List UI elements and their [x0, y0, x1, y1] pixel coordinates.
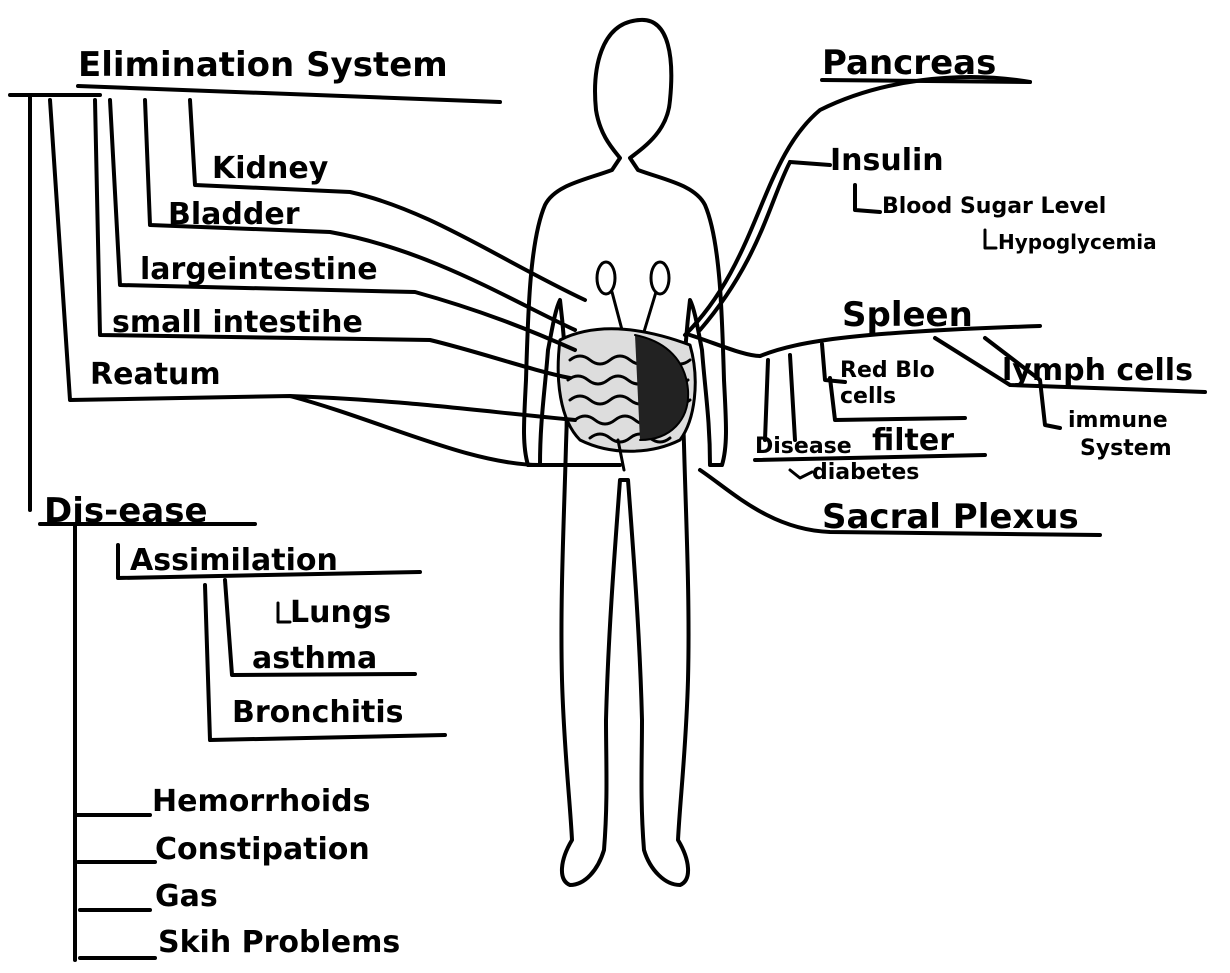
red-blood-cells-label: Red Blo: [840, 360, 935, 382]
spleen-title: Spleen: [842, 298, 973, 332]
disease-lines: [40, 524, 445, 960]
red-blood-cells-label-2: cells: [840, 386, 896, 408]
blood-sugar-label: Blood Sugar Level: [882, 196, 1106, 218]
elimination-system-title: Elimination System: [78, 48, 448, 82]
bladder-label: Bladder: [168, 200, 299, 230]
sacral-plexus-label: Sacral Plexus: [822, 500, 1079, 534]
asthma-label: asthma: [252, 644, 377, 674]
lymph-cells-label: lymph cells: [1002, 356, 1193, 386]
hemorrhoids-label: Hemorrhoids: [152, 787, 371, 817]
lungs-label: Lungs: [290, 598, 391, 628]
assimilation-label: Assimilation: [130, 546, 338, 576]
insulin-label: Insulin: [830, 146, 944, 176]
constipation-label: Constipation: [155, 835, 370, 865]
rectum-label: Reatum: [90, 360, 221, 390]
filter-label: filter: [872, 426, 954, 456]
hypoglycemia-label: Hypoglycemia: [998, 232, 1157, 252]
intestine-mass: [558, 329, 695, 470]
gas-label: Gas: [155, 882, 218, 912]
skin-problems-label: Skih Problems: [158, 928, 400, 958]
disease-small-label: Disease: [755, 436, 852, 458]
pancreas-title: Pancreas: [822, 46, 996, 80]
small-intestine-label: small intestihe: [112, 308, 363, 338]
immune-label: immune: [1068, 410, 1168, 432]
bronchitis-label: Bronchitis: [232, 698, 404, 728]
diabetes-label: diabetes: [812, 462, 919, 484]
large-intestine-label: largeintestine: [140, 255, 378, 285]
immune-system-label: System: [1080, 438, 1172, 460]
disease-title: Dis-ease: [44, 494, 208, 528]
kidney-label: Kidney: [212, 154, 328, 184]
